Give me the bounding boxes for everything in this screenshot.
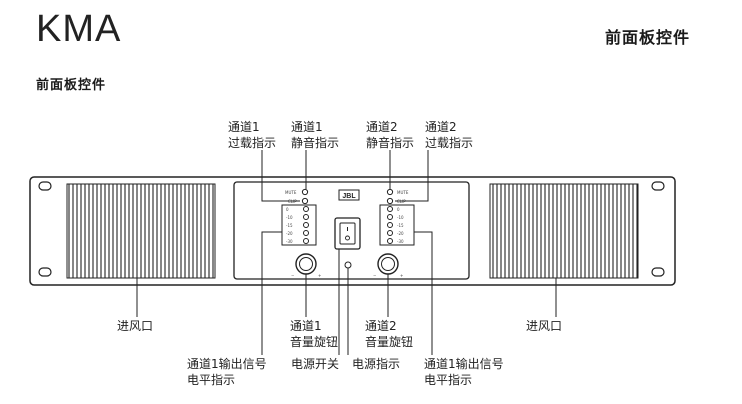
ch1-volume-knob-cap: [299, 257, 313, 271]
ch2-clip-led: [386, 197, 394, 205]
power-led: [344, 261, 352, 269]
callout-ch1-clip-line1: 通道1: [228, 120, 260, 134]
section-title: 前面板控件: [36, 78, 107, 93]
ch2-meter-led: [387, 238, 393, 244]
jbl-logo-text: JBL: [342, 193, 356, 200]
rack-hole-tr: [651, 181, 665, 191]
callout-ch2-mute: 通道2 静音指示: [366, 119, 414, 151]
page-header-title: 前面板控件: [604, 28, 690, 47]
callout-ch2-knob-line1: 通道2: [365, 319, 397, 333]
ch2-meter-label-2: -15: [397, 223, 404, 228]
callout-ch1-level: 通道1输出信号 电平指示: [187, 356, 267, 388]
callout-ch2-level: 通道1输出信号 电平指示: [424, 356, 504, 388]
ch1-clip-led: [301, 197, 309, 205]
ch2-meter-led: [387, 214, 393, 220]
rack-hole-tl: [38, 181, 52, 191]
ch1-meter-label-2: -15: [286, 223, 293, 228]
left-vent: [66, 183, 216, 279]
ch2-meter-led: [387, 222, 393, 228]
ch1-meter-led: [303, 230, 309, 236]
ch1-knob-max: +: [318, 273, 321, 278]
ch2-meter-label-4: -30: [397, 239, 404, 244]
ch2-meter-label-0: 0: [397, 207, 400, 212]
ch2-meter-led: [387, 206, 393, 212]
ch2-meter-frame: [379, 204, 415, 246]
callout-ch1-knob-line1: 通道1: [290, 319, 322, 333]
ch1-meter-label-3: -20: [286, 231, 293, 236]
ch1-meter-label-0: 0: [286, 207, 289, 212]
callout-ch2-knob: 通道2 音量旋钮: [365, 318, 413, 350]
callout-power-led: 电源指示: [352, 357, 401, 371]
jbl-logo: [338, 189, 360, 201]
ch2-mute-led-label: MUTE: [397, 190, 409, 195]
ch1-meter-led: [303, 206, 309, 212]
callout-ch1-mute-line1: 通道1: [291, 120, 323, 134]
ch2-meter-label-3: -20: [397, 231, 404, 236]
callout-power-switch: 电源开关: [291, 357, 340, 371]
ch1-meter-led: [303, 214, 309, 220]
callout-ch2-mute-line2: 静音指示: [366, 136, 415, 150]
callout-vent-right: 进风口: [526, 319, 563, 333]
callout-ch1-mute-line2: 静音指示: [291, 136, 340, 150]
leader-lines: [136, 150, 557, 355]
ch1-meter-led: [303, 238, 309, 244]
callout-ch2-clip-line1: 通道2: [425, 120, 457, 134]
ch1-mute-led: [301, 188, 309, 196]
right-vent: [489, 183, 639, 279]
ch2-mute-led: [386, 188, 394, 196]
callout-vent-left: 进风口: [117, 319, 154, 333]
callout-ch1-level-line2: 电平指示: [187, 373, 236, 387]
ch1-knob-min: −: [291, 273, 294, 278]
callout-ch1-clip-line2: 过载指示: [228, 136, 277, 150]
callout-ch2-clip-line2: 过载指示: [425, 136, 474, 150]
callout-ch2-mute-line1: 通道2: [366, 120, 398, 134]
ch1-meter-frame: [281, 204, 317, 246]
callout-ch2-clip: 通道2 过载指示: [425, 119, 473, 151]
brand-title: KMA: [36, 8, 122, 50]
ch2-knob-max: +: [400, 273, 403, 278]
callout-ch2-level-line1: 通道1输出信号: [424, 357, 504, 371]
callout-ch1-clip: 通道1 过载指示: [228, 119, 276, 151]
rack-hole-br: [651, 267, 665, 277]
callout-ch1-knob-line2: 音量旋钮: [290, 335, 339, 349]
power-switch-rocker: [339, 222, 356, 245]
callout-ch1-level-line1: 通道1输出信号: [187, 357, 267, 371]
rack-hole-bl: [38, 267, 52, 277]
callout-ch1-knob: 通道1 音量旋钮: [290, 318, 338, 350]
callout-ch2-knob-line2: 音量旋钮: [365, 335, 414, 349]
ch2-volume-knob-cap: [381, 257, 395, 271]
ch1-meter-label-4: -30: [286, 239, 293, 244]
ch2-knob-min: −: [373, 273, 376, 278]
ch1-meter-label-1: -10: [286, 215, 293, 220]
ch1-meter-led: [303, 222, 309, 228]
ch1-mute-led-label: MUTE: [285, 190, 297, 195]
ch2-meter-led: [387, 230, 393, 236]
callout-ch2-level-line2: 电平指示: [424, 373, 473, 387]
ch2-meter-label-1: -10: [397, 215, 404, 220]
callout-ch1-mute: 通道1 静音指示: [291, 119, 339, 151]
